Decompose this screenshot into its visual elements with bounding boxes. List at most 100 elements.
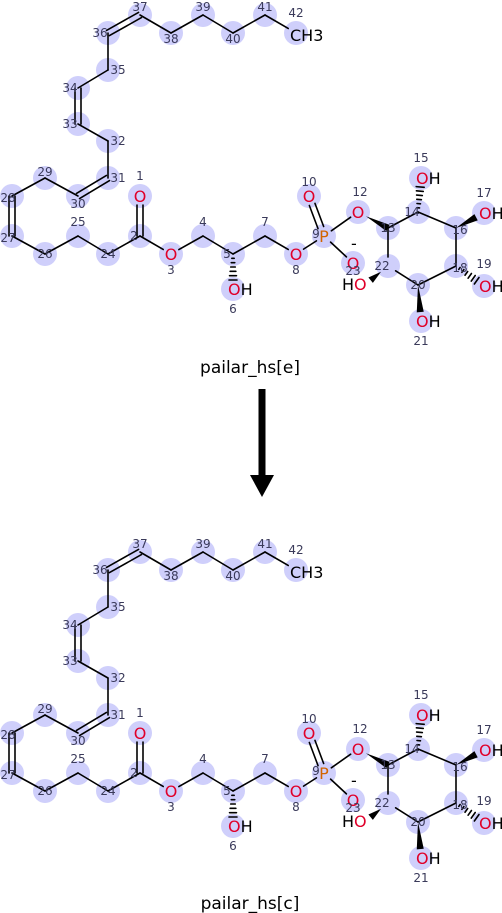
bond xyxy=(232,551,266,571)
double-bond-line xyxy=(108,16,143,37)
atom-highlight xyxy=(409,166,433,190)
phosphorus-atom: P xyxy=(319,227,329,246)
double-bond-line xyxy=(78,179,111,200)
bond xyxy=(139,772,165,788)
oxygen-atom: O xyxy=(347,791,360,810)
atom-number: 39 xyxy=(195,537,210,551)
atom-number: 25 xyxy=(70,215,85,229)
atom-number: 5 xyxy=(223,247,231,261)
atom-number: 2 xyxy=(130,766,138,780)
wedge-bond xyxy=(456,214,478,228)
atom-number: 25 xyxy=(70,752,85,766)
atom-highlight xyxy=(221,814,245,838)
atom-number: 39 xyxy=(195,0,210,14)
double-bond-line xyxy=(105,548,140,569)
atom-number: 18 xyxy=(452,798,467,812)
atom-number: 38 xyxy=(163,569,178,583)
hash-bond-line xyxy=(467,272,473,279)
negative-charge: - xyxy=(351,234,357,253)
atom-number: 6 xyxy=(229,302,237,316)
oxygen-atom: O xyxy=(134,187,147,206)
atom-number: 29 xyxy=(37,165,52,179)
double-bond-line xyxy=(308,204,319,230)
reaction-arrow-head xyxy=(250,475,274,497)
double-bond-line xyxy=(75,174,108,195)
atom-number: 15 xyxy=(413,151,428,165)
oxygen-atom: O xyxy=(352,740,365,759)
hash-bond-line xyxy=(467,809,473,816)
atom-number: 26 xyxy=(37,784,52,798)
hydroxyl-group: OH xyxy=(416,312,441,331)
reaction-arrow xyxy=(250,389,274,497)
oxygen-atom: O xyxy=(165,782,178,801)
oxygen-atom: O xyxy=(165,245,178,264)
atom-number: 35 xyxy=(110,600,125,614)
atom-number: 9 xyxy=(312,764,320,778)
atom-number: 21 xyxy=(413,334,428,348)
hydroxyl-group: OH xyxy=(416,169,441,188)
atom-number: 21 xyxy=(413,871,428,885)
bond xyxy=(11,714,46,734)
bond xyxy=(232,772,266,792)
atom-number: 3 xyxy=(167,263,175,277)
oxygen-atom: O xyxy=(347,254,360,273)
atom-number: 32 xyxy=(110,134,125,148)
hydroxyl-group: OH xyxy=(416,706,441,725)
atom-highlight xyxy=(128,184,152,208)
atom-number: 29 xyxy=(37,702,52,716)
bond xyxy=(77,69,109,89)
atom-number: 10 xyxy=(301,175,316,189)
atom-number: 4 xyxy=(199,215,207,229)
atom-number: 34 xyxy=(62,618,77,632)
atom-number: 28 xyxy=(0,191,15,205)
hash-bond-line xyxy=(415,185,425,189)
hash-bond-line xyxy=(461,805,465,811)
atom-number: 35 xyxy=(110,63,125,77)
bond xyxy=(77,660,109,679)
atom-number: 1 xyxy=(136,706,144,720)
wedge-bond xyxy=(368,271,382,283)
atom-highlight xyxy=(128,721,152,745)
hydroxyl-group: OH xyxy=(479,204,502,223)
atom-number: 33 xyxy=(62,117,77,131)
bond xyxy=(417,802,457,823)
atom-highlight xyxy=(376,791,400,815)
hydroxyl-group: OH xyxy=(228,280,253,299)
atom-highlight xyxy=(284,242,308,266)
hash-bond-line xyxy=(473,813,480,822)
atom-number: 20 xyxy=(410,278,425,292)
double-bond-line xyxy=(78,716,111,737)
hash-bond-line xyxy=(461,268,465,274)
bond xyxy=(44,772,79,792)
atom-number: 34 xyxy=(62,81,77,95)
oxygen-atom: O xyxy=(134,724,147,743)
negative-charge: - xyxy=(351,771,357,790)
atom-number: 16 xyxy=(452,760,467,774)
double-bond-line xyxy=(105,11,140,32)
double-bond-line xyxy=(108,553,143,574)
hash-bond-line xyxy=(464,270,469,277)
atom-number: 36 xyxy=(92,26,107,40)
atom-number: 41 xyxy=(257,537,272,551)
atom-highlight xyxy=(159,779,183,803)
bond xyxy=(139,14,172,34)
atom-number: 4 xyxy=(199,752,207,766)
wedge-bond xyxy=(456,751,478,765)
reaction-arrow-shaft xyxy=(258,389,266,475)
bond xyxy=(302,240,318,250)
atom-number: 17 xyxy=(476,186,491,200)
atom-highlight xyxy=(472,738,496,762)
atom-number: 30 xyxy=(70,197,85,211)
bond xyxy=(44,714,79,734)
oxygen-atom: O xyxy=(303,724,316,743)
molecule-caption-bottom: pailar_hs[c] xyxy=(201,894,300,913)
atom-number: 17 xyxy=(476,723,491,737)
atom-number: 27 xyxy=(0,231,15,245)
methyl-group: CH3 xyxy=(290,26,323,45)
atom-highlight xyxy=(376,254,400,278)
molecule-top: OOOHOPOOOHOHOHOHHOOCH3-12345678910121314… xyxy=(0,0,502,348)
bond xyxy=(11,177,46,197)
bond xyxy=(170,14,204,34)
atom-number: 32 xyxy=(110,671,125,685)
atom-number: 24 xyxy=(100,247,115,261)
